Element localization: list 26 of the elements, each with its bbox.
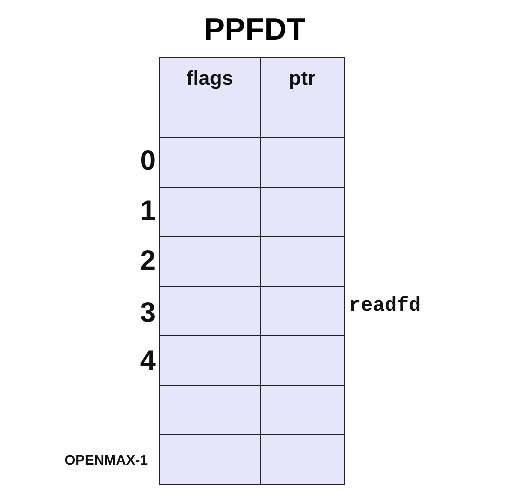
table-cell <box>159 286 261 336</box>
column-header: flags <box>186 68 234 91</box>
table-cell <box>260 137 345 188</box>
table-cell <box>159 236 261 287</box>
table-cell <box>260 286 345 336</box>
table-cell <box>260 236 345 287</box>
table-cell <box>159 335 261 386</box>
pointer-name: readfd <box>349 297 422 317</box>
row-index: OPENMAX-1 <box>64 453 148 467</box>
column-header: ptr <box>288 68 317 91</box>
header-cell <box>159 57 261 138</box>
row-index: 4 <box>140 347 156 375</box>
table-cell <box>159 187 261 237</box>
table-cell <box>159 137 261 188</box>
header-cell <box>260 57 345 138</box>
table-cell <box>260 335 345 386</box>
row-index: 0 <box>140 147 156 175</box>
table-cell <box>159 434 261 485</box>
table-cell <box>260 187 345 237</box>
row-index: 2 <box>140 247 156 275</box>
row-index: 1 <box>140 197 156 225</box>
table-cell <box>260 385 345 435</box>
table-cell <box>260 434 345 485</box>
table-cell <box>159 385 261 435</box>
table-title: PPFDT <box>203 12 307 48</box>
row-index: 3 <box>140 299 156 327</box>
